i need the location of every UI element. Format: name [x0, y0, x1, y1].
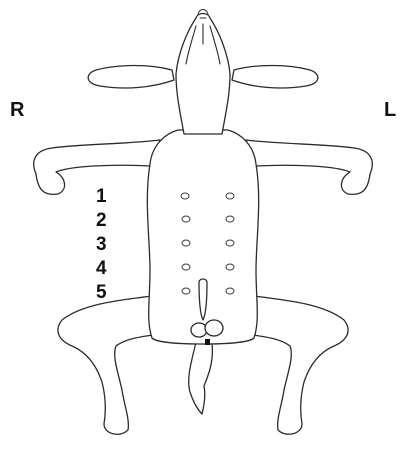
tail [189, 342, 213, 414]
left-side-label: L [384, 99, 396, 121]
teat-left [226, 240, 234, 246]
teat-right [182, 264, 190, 270]
teat-left [226, 288, 234, 294]
scrotum-left [205, 320, 223, 336]
teat-left [226, 216, 234, 222]
teat-left [226, 264, 234, 270]
teat-number-1: 1 [96, 186, 107, 207]
teat-right [182, 288, 190, 294]
teat-number-4: 4 [96, 258, 107, 279]
teat-right [182, 216, 190, 222]
left-ear [232, 66, 318, 89]
teat-right [182, 240, 190, 246]
right-hind-leg [58, 296, 160, 434]
right-side-label: R [10, 99, 25, 121]
teat-number-2: 2 [96, 210, 107, 231]
left-hind-leg [246, 296, 348, 434]
teat-right [181, 193, 189, 199]
teat-number-5: 5 [96, 282, 107, 303]
teat-left [226, 193, 234, 199]
left-front-leg [246, 140, 372, 194]
right-ear [88, 66, 174, 89]
teat-number-3: 3 [96, 234, 107, 255]
anus-mark [205, 339, 210, 345]
